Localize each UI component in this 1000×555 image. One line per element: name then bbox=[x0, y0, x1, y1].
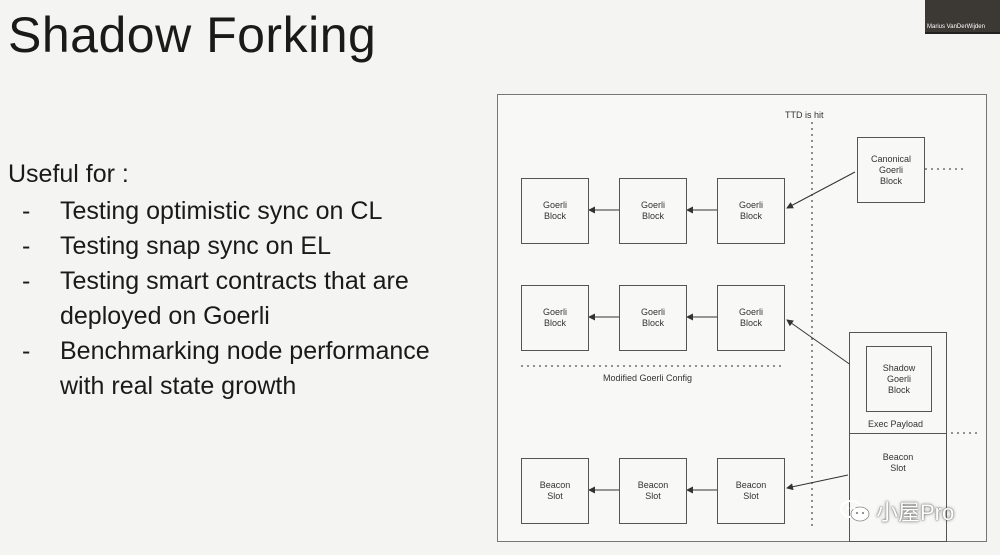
goerli-block-r1-3: Goerli Block bbox=[717, 178, 785, 244]
use-case-list: - Testing optimistic sync on CL - Testing … bbox=[22, 194, 480, 404]
goerli-block-r1-1: Goerli Block bbox=[521, 178, 589, 244]
arrow-beacon bbox=[786, 474, 849, 491]
bullet-dash: - bbox=[22, 267, 31, 295]
shadow-goerli-block: Shadow Goerli Block bbox=[866, 346, 932, 412]
beacon-slot-r3-3: Beacon Slot bbox=[717, 458, 785, 524]
bullet-dash: - bbox=[22, 232, 31, 260]
exec-payload-divider bbox=[850, 433, 946, 434]
slide-title: Shadow Forking bbox=[8, 7, 377, 63]
webcam-name-label: Marius VanDerWijden bbox=[927, 24, 985, 30]
beacon-block-container: Shadow Goerli Block Exec Payload Beacon … bbox=[849, 332, 947, 542]
watermark-text: 小屋Pro bbox=[876, 500, 955, 525]
exec-payload-label: Exec Payload bbox=[868, 419, 924, 429]
webcam-thumbnail: Marius VanDerWijden bbox=[925, 0, 1000, 34]
goerli-block-r2-1: Goerli Block bbox=[521, 285, 589, 351]
ttd-label: TTD is hit bbox=[785, 110, 824, 120]
list-item-text: Testing snap sync on EL bbox=[60, 232, 331, 260]
goerli-block-r2-3: Goerli Block bbox=[717, 285, 785, 351]
list-item: - Testing optimistic sync on CL bbox=[22, 194, 480, 229]
watermark: 小屋Pro bbox=[840, 495, 954, 527]
bullet-dash: - bbox=[22, 197, 31, 225]
wechat-icon bbox=[840, 500, 870, 522]
bullet-dash: - bbox=[22, 337, 31, 365]
list-item-text: Benchmarking node performance with real … bbox=[60, 337, 430, 400]
list-item-text: Testing optimistic sync on CL bbox=[60, 197, 383, 225]
beacon-slot-r3-2: Beacon Slot bbox=[619, 458, 687, 524]
canonical-goerli-block: Canonical Goerli Block bbox=[857, 137, 925, 203]
beacon-slot-r3-1: Beacon Slot bbox=[521, 458, 589, 524]
useful-for-heading: Useful for : bbox=[8, 160, 129, 188]
arrow-canonical bbox=[786, 171, 856, 209]
beacon-slot-right: Beacon Slot bbox=[882, 452, 914, 473]
list-item: - Testing smart contracts that are deploy… bbox=[22, 264, 480, 334]
goerli-block-r2-2: Goerli Block bbox=[619, 285, 687, 351]
list-item-text: Testing smart contracts that are deploye… bbox=[60, 267, 409, 330]
goerli-block-r1-2: Goerli Block bbox=[619, 178, 687, 244]
list-item: - Benchmarking node performance with real… bbox=[22, 334, 480, 404]
list-item: - Testing snap sync on EL bbox=[22, 229, 480, 264]
modified-goerli-config-label: Modified Goerli Config bbox=[603, 373, 693, 383]
